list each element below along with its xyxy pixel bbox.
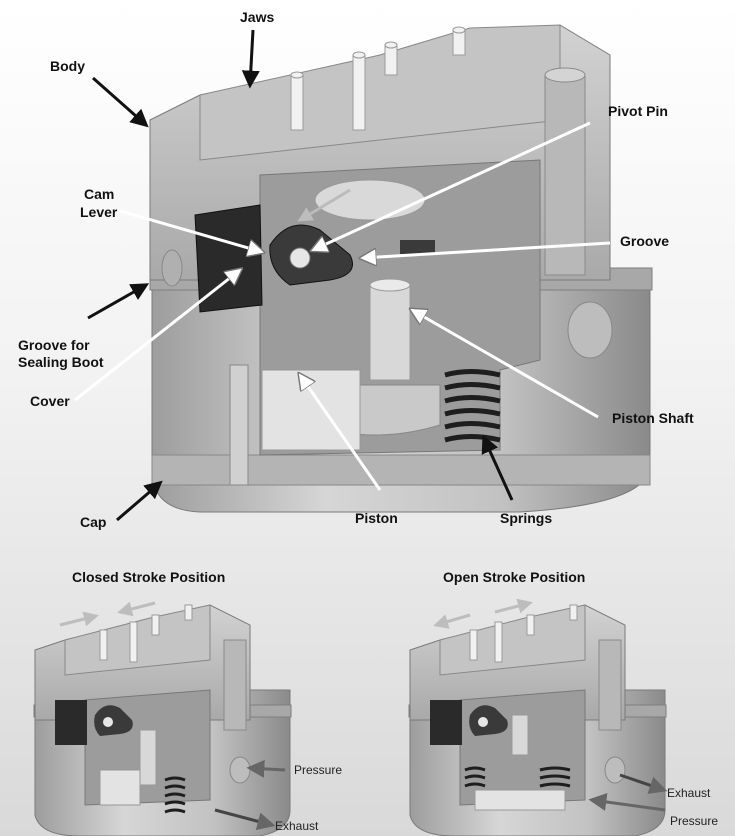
closed-cover <box>55 700 87 745</box>
label-cam-lever-2: Lever <box>80 204 118 220</box>
cap-band <box>151 454 651 486</box>
label-body: Body <box>50 58 85 74</box>
groove-slot <box>400 240 435 254</box>
main-gripper-illustration <box>149 24 653 513</box>
label-jaws: Jaws <box>240 9 274 25</box>
open-stroke-title: Open Stroke Position <box>443 569 585 585</box>
label-piston-shaft: Piston Shaft <box>612 410 694 426</box>
cap-screw <box>229 364 249 486</box>
closed-pressure-label: Pressure <box>294 763 342 777</box>
side-port <box>567 301 613 359</box>
label-cam-lever-1: Cam <box>84 186 114 202</box>
label-groove-boot-1: Groove for <box>18 337 90 353</box>
label-pivot-pin: Pivot Pin <box>608 103 668 119</box>
jaws-block <box>199 24 561 161</box>
jaw-pins <box>290 26 466 131</box>
label-cover: Cover <box>30 393 70 409</box>
label-cap: Cap <box>80 514 106 530</box>
closed-exhaust-label: Exhaust <box>275 819 319 833</box>
label-springs: Springs <box>500 510 552 526</box>
closed-stroke-view: Closed Stroke Position Pressure Exhaust <box>33 569 342 836</box>
pivot-pin <box>289 247 311 269</box>
piston-shaft <box>369 284 411 381</box>
label-groove: Groove <box>620 233 669 249</box>
main-labels: Jaws Body Pivot Pin Cam Lever Groove Gro… <box>18 9 694 530</box>
open-stroke-view: Open Stroke Position Exhaust Pressur <box>408 569 718 836</box>
cover <box>194 204 263 313</box>
springs <box>444 369 501 443</box>
open-cover <box>430 700 462 745</box>
closed-stroke-title: Closed Stroke Position <box>72 569 225 585</box>
open-exhaust-label: Exhaust <box>667 786 711 800</box>
main-callout-arrows <box>74 29 611 522</box>
right-tower <box>544 74 586 276</box>
open-pressure-label: Pressure <box>670 814 718 828</box>
label-groove-boot-2: Sealing Boot <box>18 354 104 370</box>
label-piston: Piston <box>355 510 398 526</box>
